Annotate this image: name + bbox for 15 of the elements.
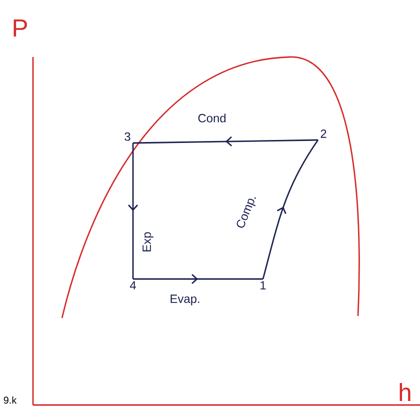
- axis-label: P: [14, 19, 27, 37]
- state-number: 4: [130, 281, 136, 290]
- edge-label: Comp.: [236, 197, 256, 228]
- process-line: [128, 143, 138, 279]
- process-line: [262, 140, 319, 280]
- state-number: 1: [260, 281, 266, 290]
- edge-label: Exp: [142, 232, 154, 252]
- edge-label: Evap.: [170, 294, 200, 306]
- unit-label: 9.k: [4, 396, 17, 404]
- process-line: [132, 136, 318, 146]
- state-number: 3: [124, 132, 130, 141]
- state-number: 2: [320, 129, 326, 138]
- edge-label: Cond: [198, 114, 226, 122]
- axis-label: h: [400, 383, 410, 401]
- process-line: [133, 274, 263, 284]
